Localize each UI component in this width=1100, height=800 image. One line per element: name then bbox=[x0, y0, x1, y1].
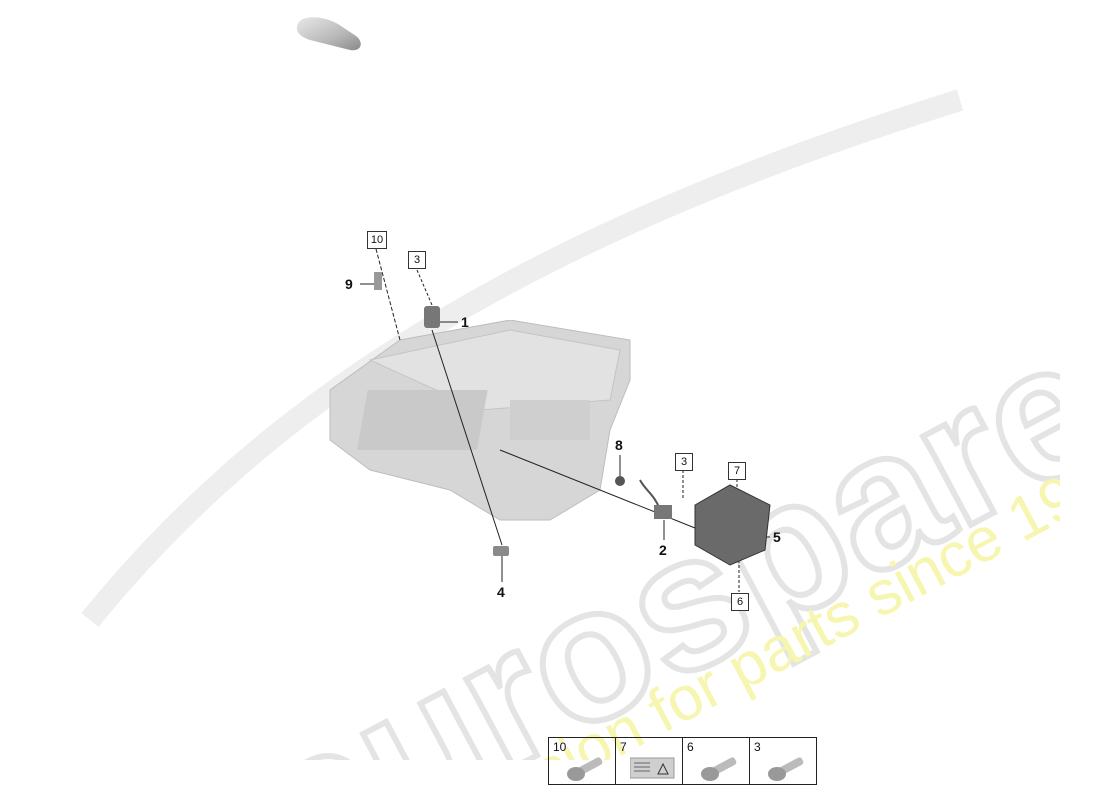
screw-icon bbox=[701, 757, 737, 781]
callout-5[interactable]: 5 bbox=[773, 529, 781, 545]
callout-3-top[interactable]: 3 bbox=[408, 251, 426, 269]
legend-item-6[interactable]: 6 bbox=[683, 738, 750, 784]
callout-3-right[interactable]: 3 bbox=[675, 453, 693, 471]
callout-6[interactable]: 6 bbox=[731, 593, 749, 611]
callout-4[interactable]: 4 bbox=[497, 584, 505, 600]
legend-item-10[interactable]: 10 bbox=[549, 738, 616, 784]
part-8 bbox=[615, 476, 625, 486]
warning-label-icon bbox=[630, 757, 675, 779]
part-4 bbox=[493, 546, 509, 556]
callout-1[interactable]: 1 bbox=[461, 314, 469, 330]
callout-7[interactable]: 7 bbox=[728, 462, 746, 480]
legend-item-7[interactable]: 7 bbox=[616, 738, 683, 784]
drive-unit-housing bbox=[329, 320, 631, 521]
callout-2[interactable]: 2 bbox=[659, 542, 667, 558]
screw-icon bbox=[567, 757, 603, 781]
part-1 bbox=[424, 306, 440, 328]
callout-10[interactable]: 10 bbox=[367, 231, 387, 249]
part-5 bbox=[694, 484, 771, 566]
fastener-legend: 10 7 6 3 bbox=[548, 737, 817, 785]
part-9 bbox=[374, 272, 382, 290]
screw-icon bbox=[768, 757, 804, 781]
car-silhouette-icon bbox=[296, 17, 361, 51]
legend-item-3[interactable]: 3 bbox=[750, 738, 816, 784]
part-2 bbox=[654, 505, 672, 519]
callout-9[interactable]: 9 bbox=[345, 276, 353, 292]
callout-8[interactable]: 8 bbox=[615, 437, 623, 453]
